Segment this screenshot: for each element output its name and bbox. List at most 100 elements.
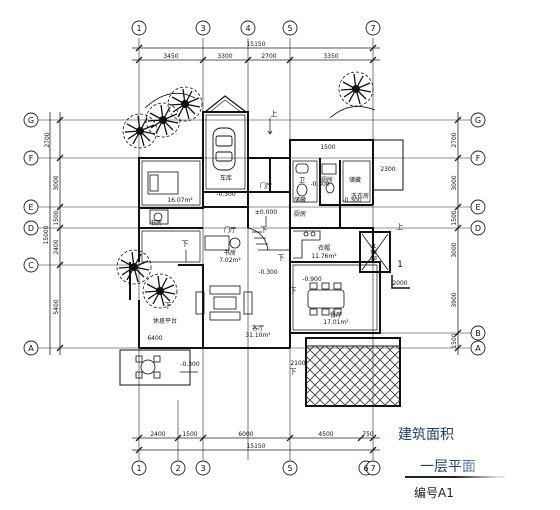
room-label-kitchen: 衣帽	[318, 244, 330, 252]
axis-col-label: 2	[175, 464, 180, 473]
axis-row-label: B	[475, 329, 481, 338]
dim-text: 3450	[163, 53, 178, 60]
stair-down-label: 下	[261, 226, 268, 234]
level-mark: -0.300	[310, 181, 330, 188]
caption-number: 编号A1	[414, 486, 454, 500]
dim-text: 4500	[318, 431, 333, 438]
tree-icon	[142, 273, 178, 309]
room-label-kitchen: 厨房	[294, 210, 306, 218]
level-mark: -0.900	[302, 276, 322, 283]
axis-row-label: E	[28, 203, 33, 212]
room-label-laundry: 洗衣房	[351, 192, 369, 200]
room-area: 31.10m²	[245, 332, 271, 339]
dim-text: 1500	[53, 210, 60, 225]
dim-text: 1500	[182, 431, 197, 438]
dim-text: 3900	[451, 292, 458, 307]
dim-text: 2400	[150, 431, 165, 438]
dim-text: 15000	[43, 225, 50, 244]
stair-labels: 上 下 下 下 下 下 上 下 1	[165, 109, 404, 376]
dim-text: 1500	[451, 210, 458, 225]
dimension-texts-vertical: 2700 3000 1500 2400 5400 15000 2700 3000…	[43, 132, 458, 348]
room-area: 17.01m²	[323, 319, 349, 326]
room-label-hall: 门厅	[224, 226, 236, 234]
dim-text: 2700	[261, 53, 276, 60]
room-label-study: 书房	[150, 219, 162, 227]
level-labels: -0.300 ±0.000 -0.300 -0.900 -0.300 -0.30…	[180, 181, 362, 368]
axis-row-label: G	[28, 116, 34, 125]
dim-text: 3000	[451, 242, 458, 257]
dim-text: 3300	[217, 53, 232, 60]
dim-text: 750	[362, 431, 374, 438]
level-mark: -0.300	[216, 191, 236, 198]
axis-row-label: F	[476, 154, 481, 163]
axis-row-label: A	[475, 344, 481, 353]
stair-down-label: 下	[165, 302, 172, 310]
tree-icon	[338, 71, 374, 107]
room-label-bath: 厕所	[321, 176, 333, 184]
axis-col-label: 1	[136, 24, 141, 33]
arrows	[180, 118, 273, 373]
room-label-living: 客厅	[252, 324, 264, 332]
axis-bubbles	[23, 20, 486, 476]
axis-row-label: E	[475, 203, 480, 212]
axis-col-label: 3	[200, 24, 205, 33]
room-area: 7.02m²	[219, 257, 241, 264]
wall-details	[141, 114, 378, 331]
stair-down-label: 下	[182, 240, 189, 248]
caption-area: 建筑面积	[398, 427, 454, 443]
car-icon	[204, 95, 247, 171]
room-label-study2: 书房	[224, 249, 236, 257]
axis-labels: 1 3 4 5 7 1 2 3 5 6 7 G F E D C A G F E …	[28, 24, 481, 473]
axis-col-label: 7	[370, 24, 375, 33]
level-mark: -0.300	[180, 361, 200, 368]
paving-hatch	[305, 345, 401, 407]
dim-text: 15150	[246, 443, 265, 450]
tree-icon	[122, 113, 158, 149]
dim-text: 6000	[238, 431, 253, 438]
level-mark: -0.300	[258, 269, 278, 276]
dim-text: 6400	[147, 335, 162, 342]
axis-col-label: 3	[200, 464, 205, 473]
level-mark: ±0.000	[255, 209, 277, 216]
axis-col-label: 1	[136, 464, 141, 473]
stair-down-label: 下	[290, 287, 297, 295]
tree-outline	[144, 92, 196, 109]
room-label-bath: 卫	[299, 177, 305, 184]
room-area: 11.76m²	[311, 253, 337, 260]
room-label-shaft: 管道井	[370, 243, 378, 261]
dim-text: 5400	[53, 299, 60, 314]
axis-row-label: D	[475, 224, 481, 233]
furniture	[135, 163, 389, 379]
dim-text: 2700	[451, 132, 458, 147]
axis-col-label: 5	[287, 24, 292, 33]
room-label-terrace: 休息平台	[153, 317, 177, 325]
room-label-dining: 餐厅	[330, 311, 342, 319]
section-marker	[391, 275, 410, 289]
axis-row-label: A	[28, 344, 34, 353]
axis-col-label: 7	[370, 464, 375, 473]
dim-text: 1500	[320, 144, 335, 151]
stair-down-label: 下	[278, 254, 285, 262]
stair-up-label: 上	[271, 109, 278, 118]
dim-text: 1500	[451, 333, 458, 348]
axis-col-label: 5	[287, 464, 292, 473]
room-label-garage: 车库	[220, 174, 232, 182]
room-label-bath: 储藏	[349, 176, 361, 184]
room-label-storage: 储藏	[294, 196, 306, 204]
room-label-foyer: 门厅	[260, 182, 272, 190]
axis-col-label: 4	[245, 24, 250, 33]
axis-col-label: 6	[363, 464, 368, 473]
axis-row-label: C	[28, 261, 34, 270]
dim-text: 2400	[53, 239, 60, 254]
dim-text: 3000	[451, 175, 458, 190]
dim-text: 3000	[53, 175, 60, 190]
axis-row-label: D	[28, 224, 34, 233]
section-label: 1	[397, 260, 403, 270]
level-mark: -0.300	[342, 197, 362, 204]
tree-outline	[329, 106, 376, 119]
dimension-texts: 15150 3450 3300 2700 3350 2400 1500 6000…	[147, 41, 407, 450]
dim-text: 2700	[44, 132, 51, 147]
dim-text: 2100	[290, 360, 305, 367]
room-labels: 车库 16.07m² 书房 门厅 书房 7.02m² 储藏 卫 厕所 储藏 洗衣…	[150, 174, 378, 339]
